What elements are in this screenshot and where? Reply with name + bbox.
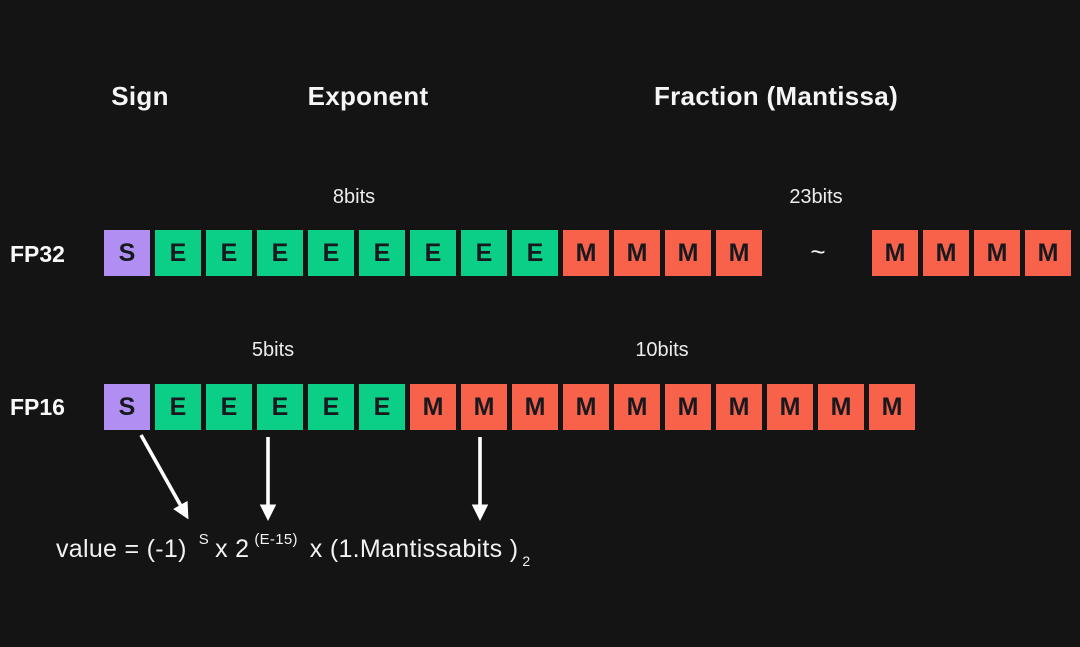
header-exponent: Exponent xyxy=(307,81,429,111)
bit-cell-mantissa: M xyxy=(869,384,915,430)
ellipsis-tilde: ~ xyxy=(810,236,826,267)
bit-cell-exponent: E xyxy=(155,384,201,430)
bit-cell-mantissa: M xyxy=(716,230,762,276)
bit-cell-mantissa: M xyxy=(974,230,1020,276)
bit-cell-mantissa: M xyxy=(563,230,609,276)
bit-cell-exponent: E xyxy=(461,230,507,276)
bit-cell-exponent: E xyxy=(512,230,558,276)
bit-cell-mantissa: M xyxy=(512,384,558,430)
bit-cell-exponent: E xyxy=(410,230,456,276)
bit-cell-mantissa: M xyxy=(872,230,918,276)
bit-cell-mantissa: M xyxy=(1025,230,1071,276)
sign-arrow xyxy=(139,434,189,520)
fp16-row-label: FP16 xyxy=(10,394,65,420)
bit-cell-mantissa: M xyxy=(665,230,711,276)
bit-cell-exponent: E xyxy=(206,384,252,430)
formula-times-base: x 2 xyxy=(215,535,250,563)
bit-cell-exponent: E xyxy=(206,230,252,276)
bit-cell-exponent: E xyxy=(257,384,303,430)
header-fraction-mantissa: Fraction (Mantissa) xyxy=(653,81,899,111)
bit-cell-mantissa: M xyxy=(614,384,660,430)
fp16-exponent-bits-label: 5bits xyxy=(251,339,295,361)
bit-cell-sign: S xyxy=(104,230,150,276)
formula-radix-subscript: 2 xyxy=(522,553,531,569)
bit-cell-mantissa: M xyxy=(614,230,660,276)
fp32-mantissa-bits-label: 23bits xyxy=(789,186,843,208)
bit-cell-mantissa: M xyxy=(716,384,762,430)
header-sign: Sign xyxy=(111,81,169,111)
bit-cell-exponent: E xyxy=(308,384,354,430)
bit-cell-exponent: E xyxy=(155,230,201,276)
fp32-exponent-bits-label: 8bits xyxy=(332,186,376,208)
bit-cell-mantissa: M xyxy=(410,384,456,430)
fp16-mantissa-bits-label: 10bits xyxy=(635,339,689,361)
bit-cell-mantissa: M xyxy=(461,384,507,430)
bit-cell-exponent: E xyxy=(308,230,354,276)
formula-mantissa-term: x (1.Mantissabits ) xyxy=(309,535,519,563)
bit-cell-mantissa: M xyxy=(563,384,609,430)
formula-lhs: value = (-1) xyxy=(56,535,187,563)
formula-sign-exponent: S xyxy=(198,531,210,548)
bit-cell-sign: S xyxy=(104,384,150,430)
bit-cell-mantissa: M xyxy=(923,230,969,276)
bit-cell-mantissa: M xyxy=(767,384,813,430)
bit-cell-exponent: E xyxy=(359,230,405,276)
formula-exponent-term: (E-15) xyxy=(254,531,298,548)
bit-cell-mantissa: M xyxy=(665,384,711,430)
bit-cell-exponent: E xyxy=(359,384,405,430)
bit-cell-exponent: E xyxy=(257,230,303,276)
fp32-row-label: FP32 xyxy=(10,241,65,267)
bit-cell-mantissa: M xyxy=(818,384,864,430)
